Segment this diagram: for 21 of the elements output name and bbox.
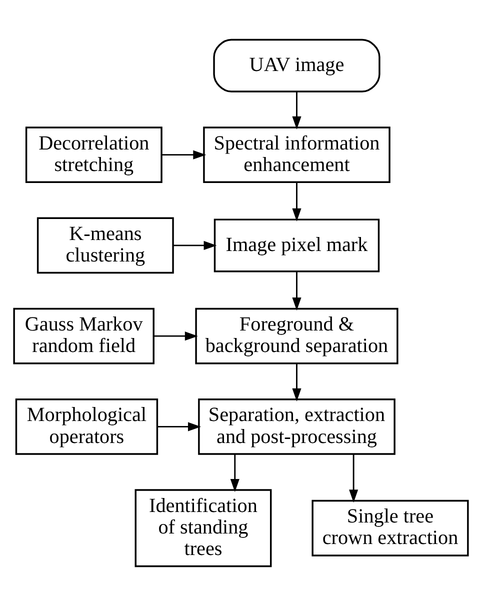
arrow bbox=[154, 332, 198, 341]
arrow bbox=[162, 150, 206, 160]
node-box: UAV image bbox=[213, 38, 380, 92]
node-box: Identification of standing trees bbox=[134, 489, 272, 568]
arrow bbox=[292, 272, 302, 311]
arrow bbox=[157, 422, 201, 432]
node-box: Single tree crown extraction bbox=[312, 500, 469, 556]
arrow bbox=[292, 182, 302, 222]
arrow bbox=[230, 454, 240, 492]
node-box: Morphological operators bbox=[15, 398, 158, 455]
arrow bbox=[349, 454, 358, 503]
node-box: Spectral information enhancement bbox=[203, 126, 390, 184]
node-box: Gauss Markov random field bbox=[13, 308, 154, 364]
arrow bbox=[292, 92, 302, 130]
node-box: Decorrelation stretching bbox=[25, 126, 162, 184]
node-box: K-means clustering bbox=[36, 217, 174, 274]
arrow bbox=[292, 364, 302, 402]
node-box: Separation, extraction and post-processing bbox=[198, 398, 396, 455]
node-box: Foreground & background separation bbox=[195, 308, 398, 364]
node-box: Image pixel mark bbox=[214, 218, 380, 272]
arrow bbox=[173, 240, 217, 250]
